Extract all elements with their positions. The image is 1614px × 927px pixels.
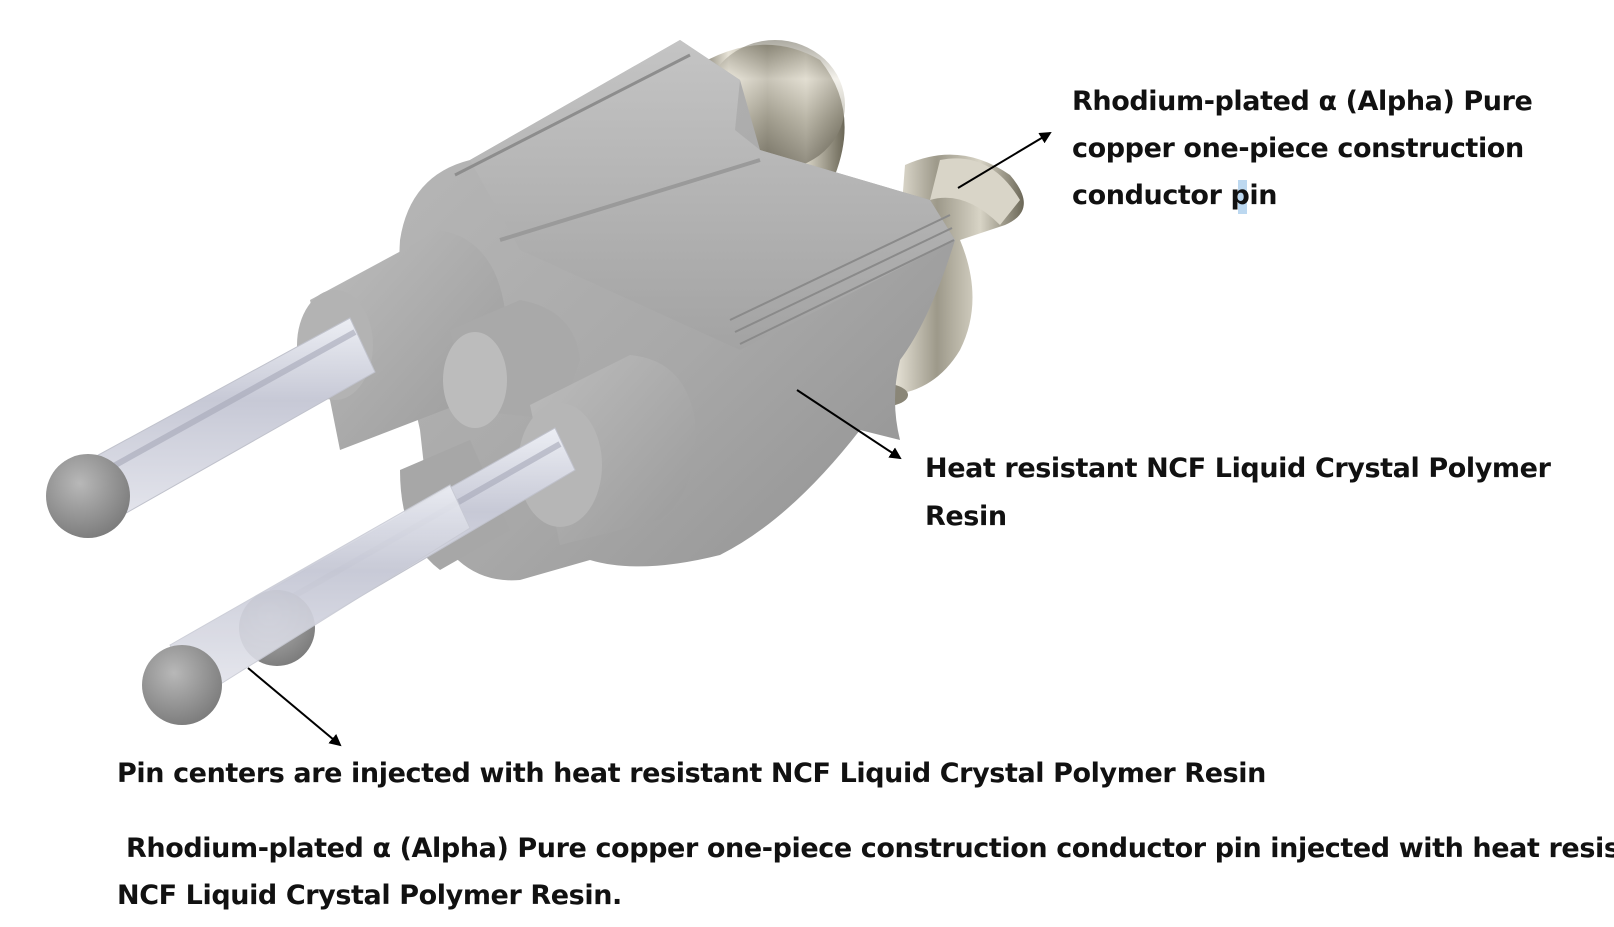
label-conductor-line-1: Rhodium-plated α (Alpha) Pure [1072, 86, 1533, 117]
arrow-conductor [957, 131, 1052, 189]
pin-lower [142, 484, 471, 725]
text-cursor-highlight [1238, 180, 1247, 214]
summary-line-2: NCF Liquid Crystal Polymer Resin. [117, 880, 622, 911]
label-conductor-line-2: copper one-piece construction [1072, 133, 1524, 164]
label-pin-centers: Pin centers are injected with heat resis… [117, 750, 1266, 798]
label-resin-line-2: Resin [925, 501, 1007, 532]
summary-caption: Rhodium-plated α (Alpha) Pure copper one… [117, 825, 1614, 919]
label-resin-line-1: Heat resistant NCF Liquid Crystal Polyme… [925, 453, 1551, 484]
summary-line-1: Rhodium-plated α (Alpha) Pure copper one… [117, 833, 1614, 864]
pin-left [46, 317, 376, 538]
arrow-pin-centers [247, 667, 342, 747]
label-conductor-line-3: conductor pin [1072, 180, 1278, 211]
pin-boss-middle [443, 300, 580, 428]
label-resin: Heat resistant NCF Liquid Crystal Polyme… [925, 445, 1551, 541]
arrow-resin [796, 389, 902, 460]
label-pin-centers-text: Pin centers are injected with heat resis… [117, 758, 1266, 789]
label-conductor-pin: Rhodium-plated α (Alpha) Pure copper one… [1072, 78, 1533, 219]
